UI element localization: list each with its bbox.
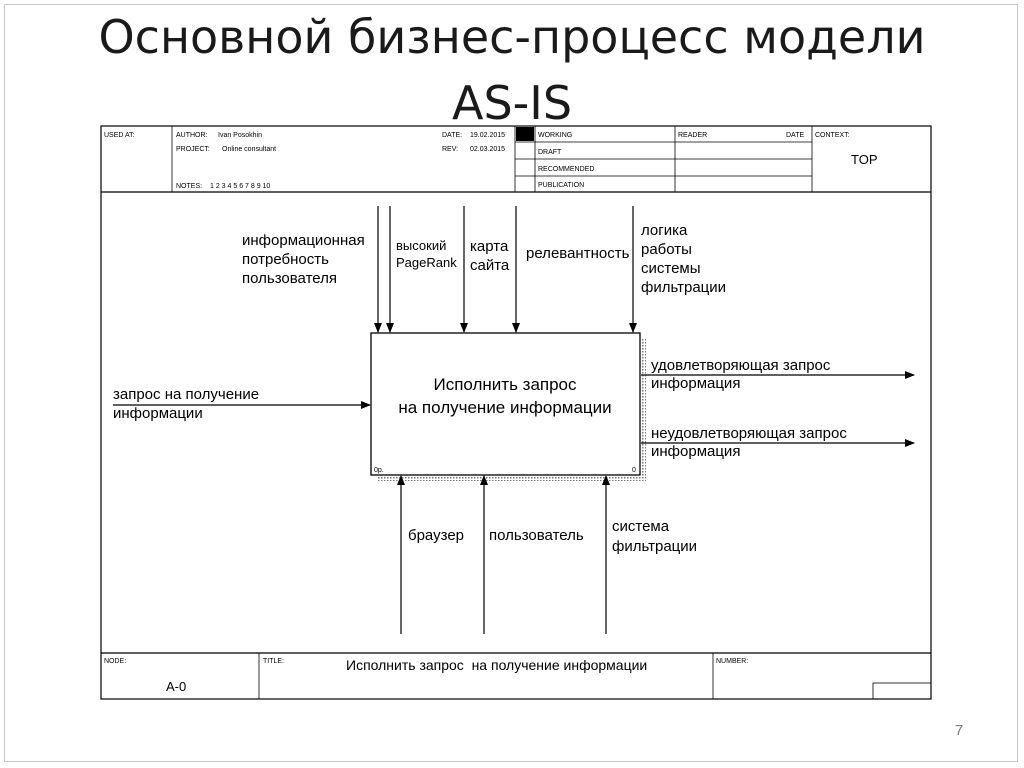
control-label-2-line-2: PageRank: [396, 255, 457, 270]
control-label-1-line-2: потребность: [242, 251, 329, 268]
output-label-2-line-1: неудовлетворяющая запрос: [651, 425, 847, 442]
mechanism-label-2-line-1: пользователь: [489, 527, 584, 544]
mechanism-label-3-line-2: фильтрации: [612, 538, 697, 555]
mechanism-label-1: браузер: [408, 527, 464, 544]
control-label-1: информационная потребность пользователя: [242, 232, 369, 287]
context-label: CONTEXT:: [815, 132, 850, 139]
slide-title-line-1: Основной бизнес-процесс модели: [98, 10, 926, 64]
rev-label: REV:: [442, 146, 458, 153]
diagram-footer: NODE: A-0 TITLE: Исполнить запрос на пол…: [101, 652, 932, 700]
input-arrows: запрос на получение информации: [113, 386, 371, 422]
slide-title-line-2: AS-IS: [451, 76, 573, 130]
slide-frame: [4, 4, 1018, 762]
status-draft: DRAFT: [538, 149, 562, 156]
author-value: Ivan Posokhin: [218, 132, 262, 139]
mechanism-label-3: система фильтрации: [612, 518, 697, 555]
control-label-4: релевантность: [526, 245, 630, 262]
output-arrows: удовлетворяющая запрос информация неудов…: [641, 357, 915, 460]
notes-value: 1 2 3 4 5 6 7 8 9 10: [210, 183, 270, 190]
mechanism-label-1-line-1: браузер: [408, 527, 464, 544]
activity-box: Исполнить запрос на получение информации…: [370, 332, 646, 481]
activity-corner-left: 0р.: [374, 467, 384, 474]
title-value: Исполнить запрос на получение информации: [346, 657, 647, 673]
control-label-1-line-3: пользователя: [242, 270, 337, 287]
input-label-1-line-1: запрос на получение: [113, 386, 259, 403]
mechanism-label-3-line-1: система: [612, 518, 670, 535]
project-label: PROJECT:: [176, 146, 210, 153]
activity-label-line-2: на получение информации: [398, 398, 611, 417]
control-label-5: логика работы системы фильтрации: [641, 222, 726, 296]
output-label-2: неудовлетворяющая запрос информация: [651, 425, 851, 460]
slide-title: Основной бизнес-процесс модели AS-IS: [0, 4, 1024, 136]
control-label-2: высокий PageRank: [396, 238, 457, 270]
node-value: A-0: [166, 679, 186, 694]
status-working: WORKING: [538, 132, 572, 139]
control-label-1-line-1: информационная: [242, 232, 365, 249]
output-label-1-line-1: удовлетворяющая запрос: [651, 357, 831, 374]
control-label-3: карта сайта: [470, 238, 512, 274]
reader-label: READER: [678, 132, 707, 139]
node-label: NODE:: [104, 658, 126, 665]
mechanism-label-2: пользователь: [489, 527, 584, 544]
diagram-border: [100, 125, 932, 700]
control-label-3-line-1: карта: [470, 238, 509, 255]
control-label-3-line-2: сайта: [470, 257, 510, 274]
rev-value: 02.03.2015: [470, 146, 505, 153]
reader-date-label: DATE: [786, 132, 804, 139]
project-value: Online consultant: [222, 146, 276, 153]
output-label-1: удовлетворяющая запрос информация: [651, 357, 835, 392]
control-arrows: информационная потребность пользователя …: [242, 206, 726, 333]
context-value: TOP: [851, 152, 878, 167]
activity-box-rect: [370, 332, 641, 476]
date-value: 19.02.2015: [470, 132, 505, 139]
title-label: TITLE:: [263, 658, 284, 665]
control-label-2-line-1: высокий: [396, 238, 446, 253]
activity-label-line-1: Исполнить запрос: [433, 375, 577, 394]
activity-corner-right: 0: [632, 467, 636, 474]
input-label-1-line-2: информации: [113, 405, 203, 422]
diagram-header: USED AT: AUTHOR: Ivan Posokhin PROJECT: …: [101, 126, 931, 193]
number-label: NUMBER:: [716, 658, 748, 665]
control-label-4-line-1: релевантность: [526, 245, 630, 262]
control-label-5-line-1: логика: [641, 222, 688, 239]
status-recommended: RECOMMENDED: [538, 166, 594, 173]
mechanism-arrows: браузер пользователь система фильтрации: [397, 475, 697, 634]
date-label: DATE:: [442, 132, 462, 139]
working-status-marker: [516, 127, 534, 141]
notes-label: NOTES:: [176, 183, 202, 190]
control-label-5-line-2: работы: [641, 241, 692, 258]
page-number: 7: [954, 722, 964, 739]
output-label-2-line-2: информация: [651, 443, 740, 460]
control-label-5-line-3: системы: [641, 260, 701, 277]
author-label: AUTHOR:: [176, 132, 208, 139]
input-label-1: запрос на получение информации: [113, 386, 263, 422]
used-at-label: USED AT:: [104, 132, 135, 139]
control-label-5-line-4: фильтрации: [641, 279, 726, 296]
status-publication: PUBLICATION: [538, 182, 584, 189]
output-label-1-line-2: информация: [651, 375, 740, 392]
